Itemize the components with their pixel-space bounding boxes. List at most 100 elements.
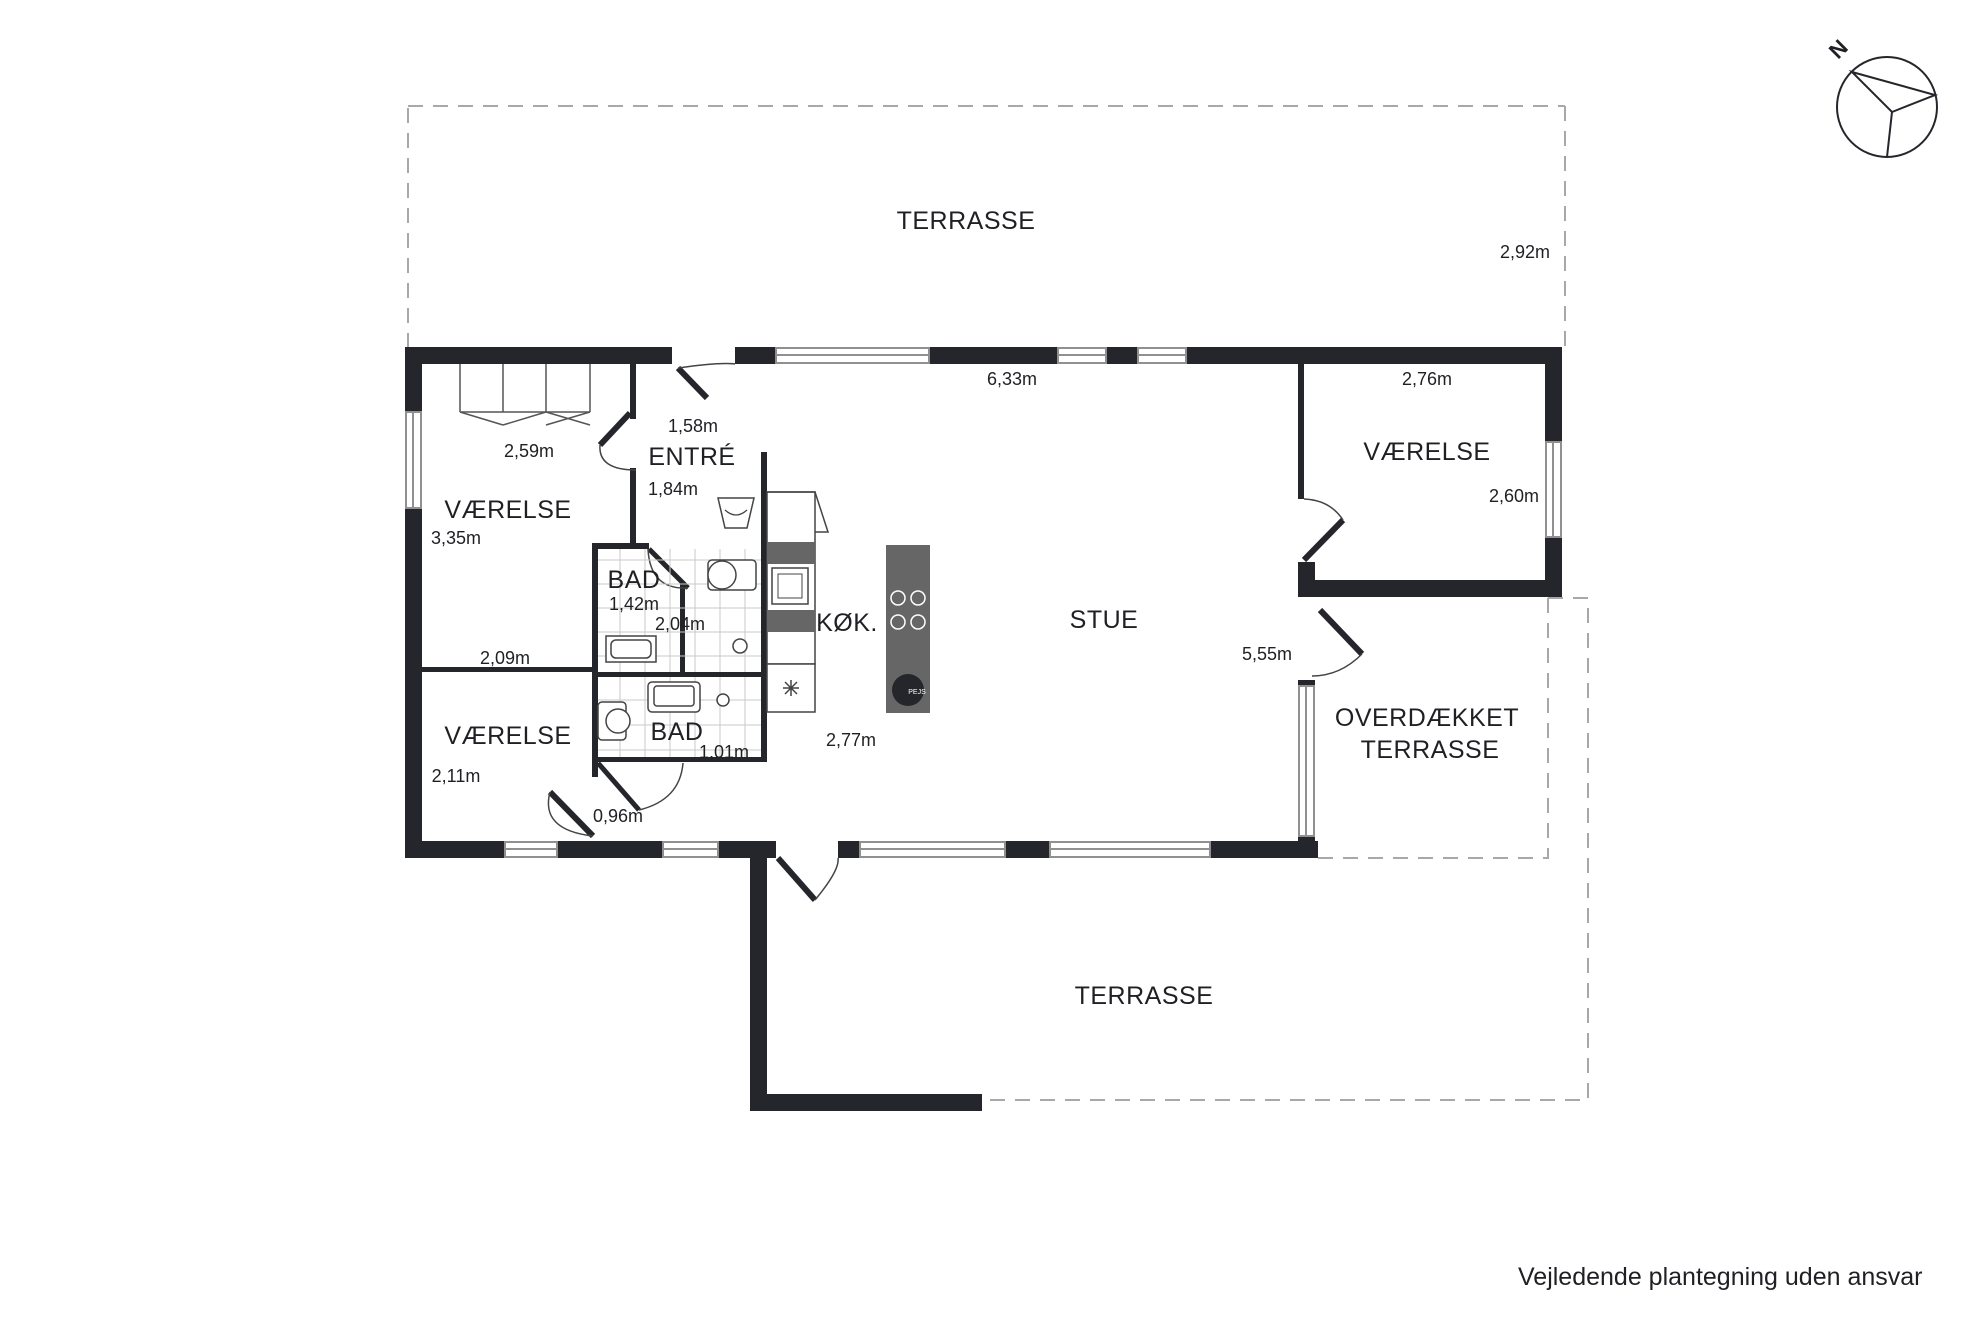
bathroom-tiles — [598, 549, 761, 757]
room-label-overdaekket-line1: OVERDÆKKET — [1335, 704, 1519, 732]
wall-bottom-segment — [838, 841, 860, 858]
dim-vaerelse-e-width: 2,76m — [1402, 369, 1452, 389]
wall-east-segment — [1545, 347, 1562, 442]
dim-bad-1-depth: 2,04m — [655, 614, 705, 634]
room-label-terrasse-south: TERRASSE — [1075, 982, 1214, 1010]
door-swing — [547, 791, 594, 837]
door-leaf — [647, 547, 690, 590]
wall-west-segment — [405, 347, 422, 412]
door-swing — [638, 762, 684, 811]
burner — [910, 590, 926, 606]
door-swing — [1303, 498, 1344, 521]
room-label-vaerelse-e: VÆRELSE — [1363, 438, 1490, 466]
wall-bottom-segment — [1005, 841, 1050, 858]
tile-grid-upper — [598, 549, 761, 672]
door-leaf — [675, 365, 710, 401]
wall-bedroom-east-bottom — [1298, 580, 1562, 597]
wall-top-segment — [735, 347, 777, 364]
room-label-bad-1: BAD — [608, 566, 661, 594]
wall-top-east — [1186, 347, 1562, 364]
room-label-vaerelse-sw: VÆRELSE — [444, 722, 571, 750]
covered-terrace-edge — [1318, 598, 1549, 859]
north-label: N — [1824, 35, 1853, 64]
wall-top-west — [405, 347, 672, 364]
dim-bad-2-width: 1,01m — [699, 742, 749, 762]
room-label-koekken: KØK. — [816, 609, 878, 637]
wall-south-garden — [750, 841, 767, 1111]
interior-wall — [592, 672, 767, 677]
bathroom-fixtures — [597, 559, 757, 741]
kitchen-counter-dark — [767, 542, 815, 564]
washer-outline — [767, 491, 830, 533]
wall-top-segment — [1106, 347, 1138, 364]
kitchen-sink-icon — [771, 567, 809, 605]
room-label-entre: ENTRÉ — [648, 442, 735, 471]
interior-wall — [630, 468, 636, 545]
interior-walls — [418, 364, 1304, 777]
door-leaf — [1317, 607, 1365, 657]
dim-vaerelse-e-depth: 2,60m — [1489, 486, 1539, 506]
dim-terrasse-north: 2,92m — [1500, 242, 1550, 262]
wall-bedroom-east-stub — [1298, 562, 1315, 597]
washing-machine-wave — [724, 509, 748, 516]
doors — [547, 362, 1365, 902]
snowflake-icon — [783, 680, 799, 696]
room-label-bad-2: BAD — [651, 718, 704, 746]
dim-vaerelse-sw-depth: 2,11m — [432, 766, 481, 786]
dim-bad-1-width: 1,42m — [609, 594, 659, 614]
room-labels: TERRASSE TERRASSE VÆRELSE VÆRELSE VÆRELS… — [444, 207, 1519, 1010]
wardrobe-outline — [459, 364, 591, 413]
door-leaf — [1301, 517, 1346, 563]
burner — [890, 590, 906, 606]
wall-west-segment — [405, 508, 422, 858]
burner — [910, 614, 926, 630]
dim-vaerelse-nw-width: 2,59m — [504, 441, 554, 461]
dim-stue-depth: 5,55m — [1242, 644, 1292, 664]
dim-koekken-width: 2,77m — [826, 730, 876, 750]
door-swing — [814, 857, 839, 901]
interior-wall — [592, 757, 767, 762]
kitchen-counter-dark — [767, 610, 815, 632]
interior-wall — [630, 364, 636, 419]
room-label-stue: STUE — [1070, 606, 1139, 634]
shower-head-lower-icon — [716, 693, 730, 707]
door-leaf — [775, 856, 818, 902]
disclaimer-text: Vejledende plantegning uden ansvar — [1518, 1263, 1923, 1291]
kitchen-sink-basin — [777, 573, 803, 599]
dim-entre-width: 1,58m — [668, 416, 718, 436]
door-swing — [677, 362, 736, 369]
kitchen: PEJS — [717, 491, 930, 713]
interior-wall — [761, 452, 767, 757]
shower-head-icon — [732, 638, 748, 654]
interior-wall — [1298, 364, 1304, 499]
wall-bottom-segment — [557, 841, 663, 858]
toilet-lower-bowl-icon — [605, 708, 631, 734]
sink-basin-icon — [610, 639, 652, 659]
wardrobe-doors — [459, 411, 591, 426]
door-leaf — [596, 761, 641, 812]
door-swing — [647, 548, 689, 589]
interior-wall — [418, 667, 596, 672]
dim-vaerelse-nw-depth: 3,35m — [431, 528, 481, 548]
interior-wall — [592, 543, 598, 775]
dim-stue-top: 6,33m — [987, 369, 1037, 389]
door-swing — [1311, 653, 1363, 677]
interior-wall — [680, 582, 685, 672]
door-leaf — [547, 789, 596, 839]
door-leaf — [597, 410, 633, 448]
wall-bottom-segment — [405, 841, 505, 858]
dim-entre-depth: 1,84m — [648, 479, 698, 499]
interior-wall — [592, 543, 649, 549]
terrace-outlines — [407, 105, 1589, 1101]
dimension-labels: 2,92m 6,33m 2,76m 2,60m 1,58m 1,84m 2,59… — [431, 242, 1550, 826]
wardrobe — [459, 364, 591, 426]
room-label-terrasse-north: TERRASSE — [897, 207, 1036, 235]
wall-south-garden — [750, 1094, 982, 1111]
door-swing — [599, 444, 637, 471]
fireplace-label: PEJS — [908, 689, 926, 696]
room-label-overdaekket-line2: TERRASSE — [1361, 736, 1500, 764]
wall-bottom-segment — [718, 841, 776, 858]
fireplace-icon — [892, 674, 924, 706]
dim-hall-width: 0,96m — [593, 806, 643, 826]
